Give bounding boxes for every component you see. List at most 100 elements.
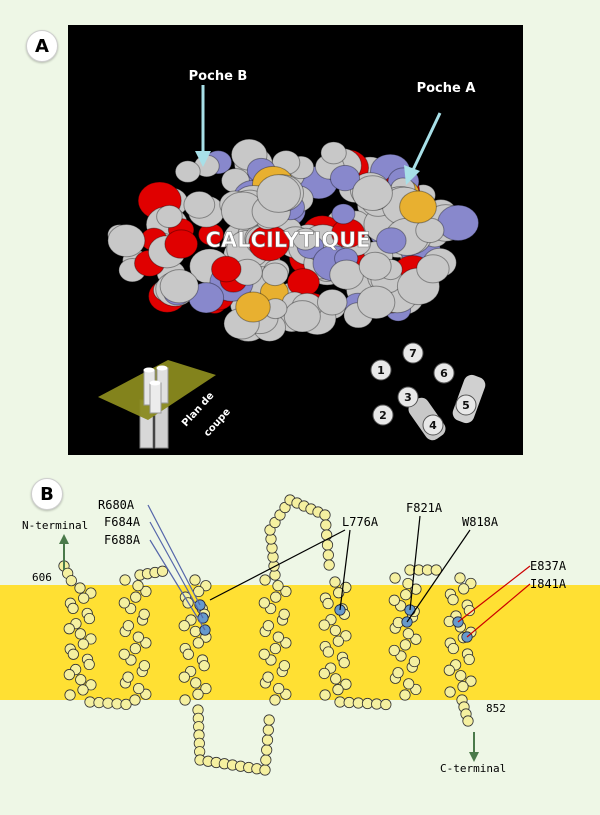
residue — [122, 671, 134, 683]
atom-sphere — [320, 141, 347, 165]
mutation-f821a: F821A — [406, 501, 443, 515]
membrane-band — [0, 585, 600, 700]
atom-sphere — [292, 227, 319, 251]
mutation-l776a: L776A — [342, 515, 379, 529]
helix-number: 7 — [409, 347, 417, 360]
residue — [410, 633, 422, 645]
residue — [182, 648, 194, 660]
residue — [140, 637, 152, 649]
residue — [318, 667, 330, 680]
residue — [140, 585, 152, 598]
residue — [403, 678, 415, 690]
residue — [189, 574, 201, 586]
atom-sphere — [399, 190, 437, 224]
atom-sphere — [331, 203, 356, 225]
residue — [392, 667, 404, 679]
residue — [278, 608, 290, 620]
residue — [258, 597, 270, 609]
residue — [447, 642, 459, 655]
topology-svg: N-terminal C-terminal 606 852 R680A F684… — [0, 494, 600, 776]
residue — [130, 591, 142, 603]
atom-sphere — [316, 288, 348, 316]
atom-sphere — [156, 204, 183, 229]
leader-line — [406, 529, 471, 623]
residue — [132, 631, 144, 643]
residue — [402, 628, 414, 640]
leader-line — [466, 583, 531, 638]
panel-b-label: B — [31, 478, 63, 510]
residue — [133, 682, 145, 695]
residue — [65, 575, 77, 587]
residue — [78, 592, 90, 604]
leader-line — [149, 539, 206, 631]
helix-number: 6 — [440, 367, 448, 380]
residue — [190, 677, 202, 689]
residue — [388, 644, 400, 657]
residue — [443, 664, 455, 676]
pocket-b-label: Poche B — [189, 69, 248, 84]
helix-circle — [370, 359, 392, 381]
residue — [273, 682, 285, 695]
residue — [380, 698, 392, 711]
residue — [179, 694, 191, 706]
pocket-b-arrow — [195, 85, 211, 167]
residue — [402, 577, 414, 590]
helix-number: 3 — [404, 391, 412, 404]
residue — [198, 660, 210, 672]
pocket-a-arrow — [404, 112, 442, 185]
atom-sphere — [356, 285, 396, 320]
residue — [329, 624, 341, 637]
atom-sphere — [329, 164, 361, 192]
c-terminal-label: C-terminal — [440, 762, 506, 775]
residue — [178, 620, 190, 632]
residue — [462, 715, 474, 727]
residue — [262, 671, 274, 683]
residue — [318, 619, 330, 631]
atom-sphere — [416, 254, 450, 284]
atom-spheres — [107, 138, 480, 342]
mutation-leader-lines — [147, 504, 531, 638]
residue — [64, 689, 76, 701]
residue — [83, 612, 96, 625]
atom-sphere — [159, 269, 199, 304]
cut-plane-label-2: coupe — [202, 406, 233, 439]
residue — [189, 625, 201, 638]
c-terminal-arrow — [469, 732, 479, 762]
residue — [340, 678, 352, 690]
atom-sphere — [183, 190, 216, 219]
leader-line — [457, 565, 531, 623]
mutation-f684a: F684A — [104, 515, 141, 529]
cut-plane-icon: Plan de coupe — [98, 360, 233, 449]
residue — [260, 754, 272, 766]
residue — [132, 580, 144, 592]
residue — [278, 660, 291, 672]
residue — [455, 670, 467, 682]
residue — [430, 564, 442, 576]
residue — [465, 675, 477, 687]
residue — [321, 529, 333, 541]
atom-sphere — [358, 251, 392, 281]
residue — [77, 638, 89, 650]
panel-a-label: A — [26, 30, 58, 62]
residue — [463, 653, 475, 666]
mutation-r680a: R680A — [98, 498, 135, 512]
leader-line — [147, 504, 201, 606]
atom-sphere — [261, 262, 289, 287]
residue — [63, 623, 75, 635]
residue — [263, 714, 275, 726]
residue — [332, 635, 344, 647]
n-terminal-label: N-terminal — [22, 519, 88, 532]
residue — [118, 648, 130, 660]
residue — [399, 639, 411, 651]
helix-circle — [422, 414, 444, 436]
residue — [389, 572, 401, 584]
residue — [138, 660, 151, 672]
atom-sphere — [376, 227, 407, 254]
atom-sphere — [351, 175, 393, 211]
residue — [85, 679, 97, 691]
helix-circle — [397, 386, 419, 408]
residue — [67, 648, 79, 660]
residue — [319, 509, 331, 521]
residue — [269, 694, 281, 706]
